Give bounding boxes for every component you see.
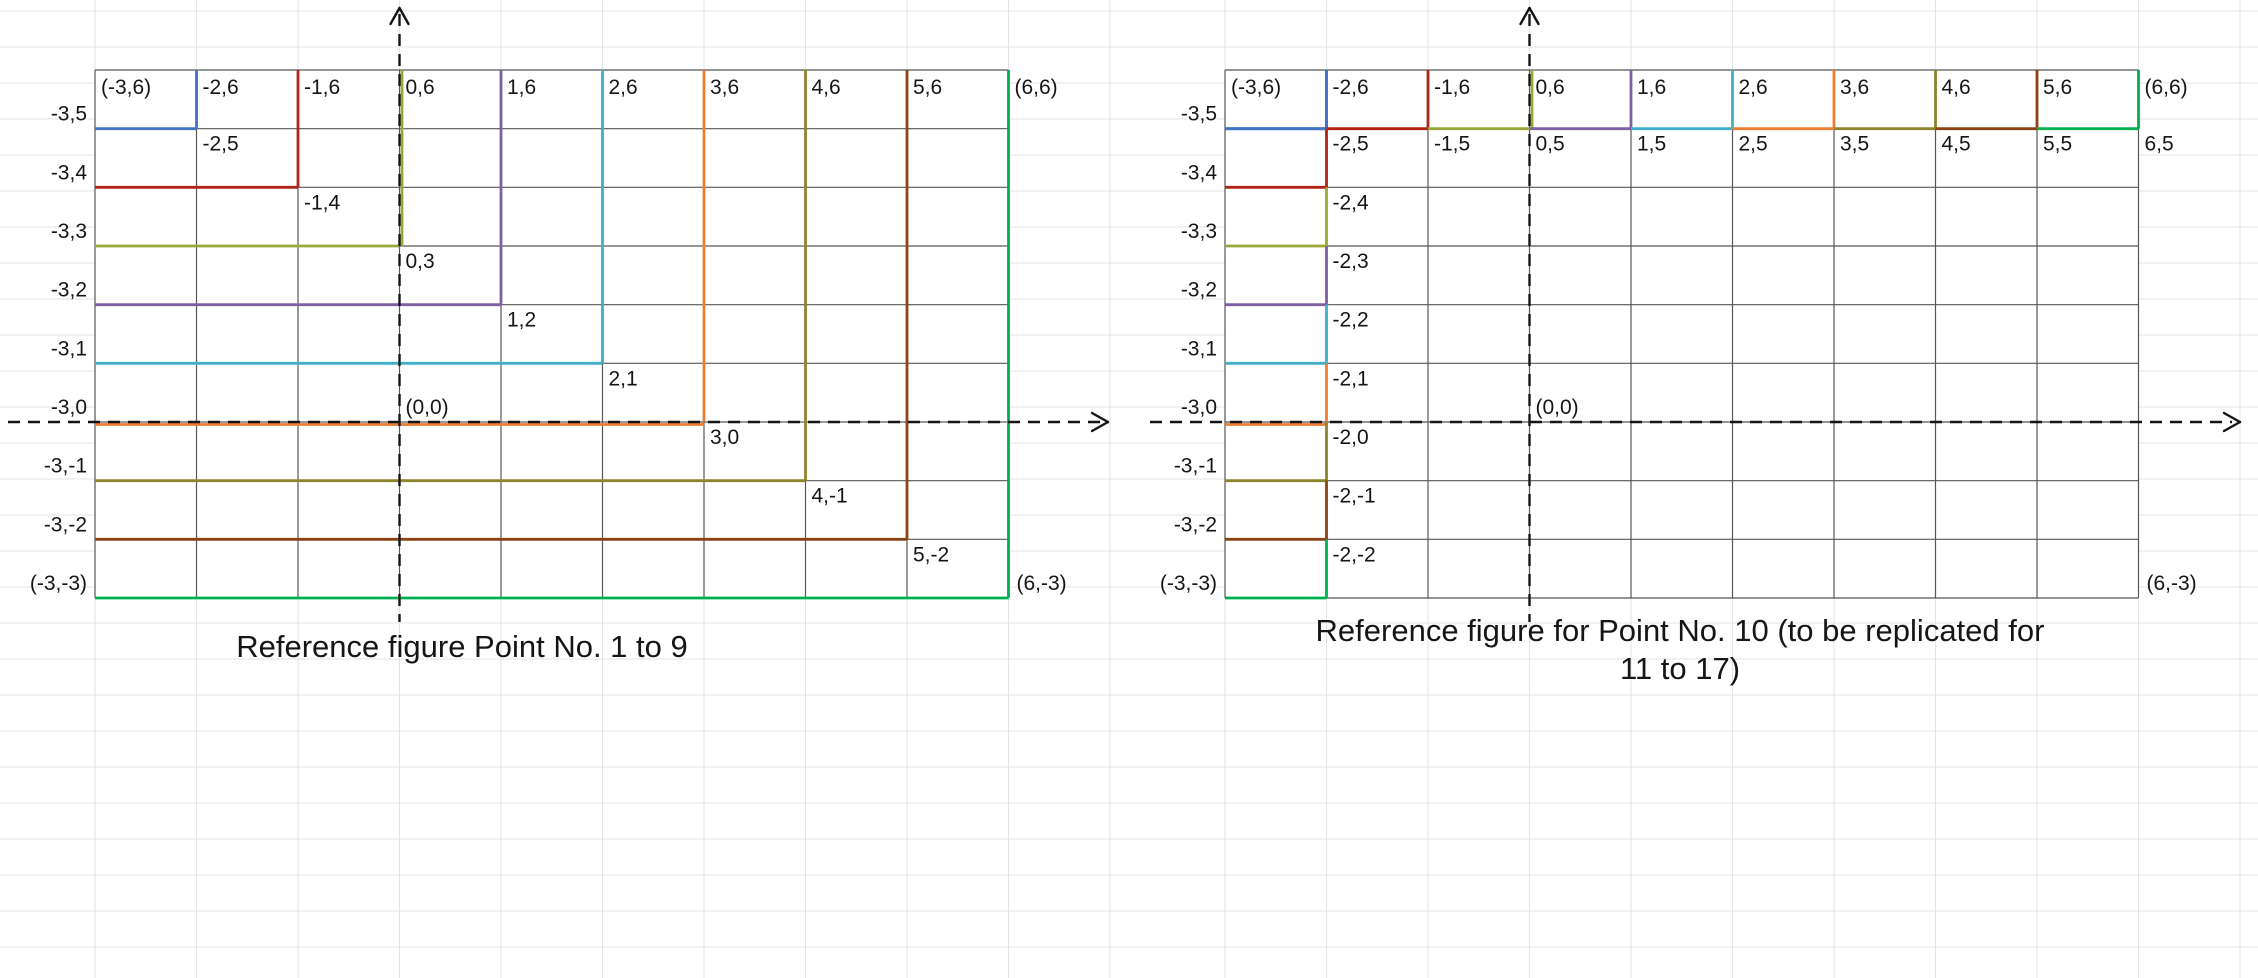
grid-label-bottom-right: (6,-3)	[2147, 572, 2197, 595]
grid-label-top: 0,6	[406, 76, 435, 99]
grid-label-top: 4,6	[812, 76, 841, 99]
col-neg2-label: -2,4	[1333, 191, 1370, 214]
y-axis-arrowhead	[1519, 6, 1531, 26]
figure-caption: Reference figure Point No. 1 to 9	[236, 629, 687, 664]
point-label: -1,4	[304, 191, 341, 214]
grid-label-top: (-3,6)	[101, 76, 151, 99]
row5-label: -1,5	[1434, 133, 1470, 156]
grid-label-top: (6,6)	[1015, 76, 1058, 99]
grid-label-left: -3,1	[51, 337, 87, 360]
row5-label: 6,5	[2145, 133, 2174, 156]
grid-label-left: -3,0	[51, 396, 87, 419]
y-axis-arrowhead	[1528, 6, 1540, 26]
grid-label-left: (-3,-3)	[30, 572, 87, 595]
x-axis-arrowhead	[2222, 411, 2242, 424]
col-neg2-label: -2,2	[1333, 309, 1369, 332]
grid-label-top: 4,6	[1942, 76, 1971, 99]
grid-label-top: 1,6	[1637, 76, 1666, 99]
row5-label: 4,5	[1942, 133, 1971, 156]
figure-plot-area	[95, 70, 1009, 599]
row5-label: 5,5	[2043, 133, 2072, 156]
grid-label-top: -1,6	[1434, 76, 1470, 99]
point-label: 2,1	[609, 367, 638, 390]
grid-label-top: 2,6	[609, 76, 638, 99]
y-axis-arrowhead	[398, 6, 410, 26]
col-neg2-label: -2,3	[1333, 250, 1369, 273]
figure-caption: Reference figure for Point No. 10 (to be…	[1316, 613, 2045, 648]
row5-label: 0,5	[1536, 133, 1565, 156]
grid-label-left: -3,3	[51, 220, 87, 243]
point-label: 5,-2	[913, 543, 949, 566]
grid-label-top: 5,6	[913, 76, 942, 99]
grid-label-left: -3,5	[51, 103, 87, 126]
grid-label-left: -3,2	[51, 279, 87, 302]
grid-label-left: -3,-1	[1174, 455, 1217, 478]
point-label: 1,2	[507, 309, 536, 332]
grid-label-top: (-3,6)	[1231, 76, 1281, 99]
grid-label-left: -3,-2	[44, 513, 87, 536]
grid-label-left: -3,3	[1181, 220, 1217, 243]
grid-label-top: (6,6)	[2145, 76, 2188, 99]
grid-label-top: 3,6	[1840, 76, 1869, 99]
row5-label: 2,5	[1739, 133, 1768, 156]
row5-label: 3,5	[1840, 133, 1869, 156]
point-label: 4,-1	[812, 485, 848, 508]
point-label: 0,3	[406, 250, 435, 273]
grid-label-left: -3,0	[1181, 396, 1217, 419]
y-axis-arrowhead	[389, 6, 401, 26]
grid-label-bottom-right: (6,-3)	[1017, 572, 1067, 595]
row5-label: 1,5	[1637, 133, 1666, 156]
x-axis-arrowhead	[1090, 420, 1110, 433]
point-label: -2,5	[203, 133, 239, 156]
grid-label-top: -2,6	[203, 76, 239, 99]
grid-label-top: 2,6	[1739, 76, 1768, 99]
figure-caption: 11 to 17)	[1620, 651, 1740, 686]
grid-label-left: -3,-1	[44, 455, 87, 478]
row5-label: -2,5	[1333, 133, 1369, 156]
col-neg2-label: -2,0	[1333, 426, 1369, 449]
x-axis-arrowhead	[2222, 420, 2242, 433]
grid-label-top: 0,6	[1536, 76, 1565, 99]
point-label: 3,0	[710, 426, 739, 449]
col-neg2-label: -2,1	[1333, 367, 1369, 390]
grid-label-left: -3,2	[1181, 279, 1217, 302]
col-neg2-label: -2,-1	[1333, 485, 1376, 508]
grid-label-top: 3,6	[710, 76, 739, 99]
grid-label-top: -2,6	[1333, 76, 1369, 99]
grid-label-left: -3,-2	[1174, 513, 1217, 536]
figure-point-10: (-3,6) -2,6 -1,6 0,6 1,6 2,6 3,6 4,6 5,6 (6,6) -3,…	[1150, 6, 2242, 686]
origin-label: (0,0)	[406, 396, 449, 419]
grid-label-left: -3,4	[51, 161, 88, 184]
grid-label-left: -3,4	[1181, 161, 1218, 184]
x-axis-arrowhead	[1090, 411, 1110, 424]
figure-points-1-to-9: (-3,6) -2,6 -1,6 0,6 1,6 2,6 3,6 4,6 5,6 (6,6) -3,…	[8, 6, 1110, 664]
origin-label: (0,0)	[1536, 396, 1579, 419]
grid-label-top: 5,6	[2043, 76, 2072, 99]
grid-label-left: (-3,-3)	[1160, 572, 1217, 595]
grid-label-top: 1,6	[507, 76, 536, 99]
col-neg2-label: -2,-2	[1333, 543, 1376, 566]
figure-plot-area	[1225, 70, 2139, 599]
grid-label-top: -1,6	[304, 76, 340, 99]
grid-label-left: -3,5	[1181, 103, 1217, 126]
grid-label-left: -3,1	[1181, 337, 1217, 360]
